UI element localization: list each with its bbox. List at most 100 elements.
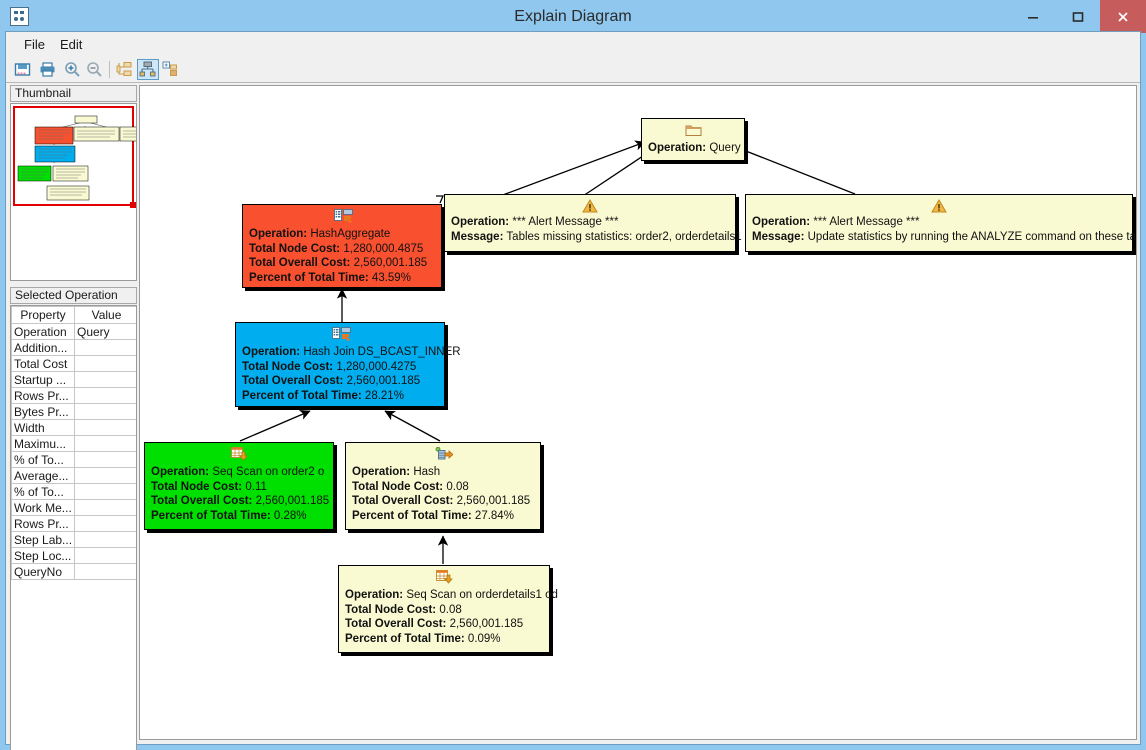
- thumbnail-resize-handle[interactable]: [130, 202, 136, 208]
- table-row[interactable]: % of To...: [11, 483, 136, 500]
- cell-property: Addition...: [11, 339, 75, 356]
- cell-value: [74, 547, 136, 564]
- value-operation: Seq Scan on orderdetails1 od: [406, 589, 558, 601]
- left-dock: Thumbnail: [10, 85, 139, 750]
- field-operation: Operation: Seq Scan on order2 o: [151, 465, 329, 480]
- label-operation: Operation:: [242, 346, 301, 358]
- label-total-node-cost: Total Node Cost:: [352, 480, 444, 493]
- hash-join-icon: [332, 327, 351, 342]
- menu-item-edit[interactable]: Edit: [60, 37, 83, 52]
- diagram-view-icon[interactable]: [137, 59, 159, 80]
- print-icon[interactable]: [37, 59, 59, 80]
- zoom-in-icon[interactable]: [62, 59, 84, 80]
- node-alert-1[interactable]: Operation: *** Alert Message *** Message…: [444, 194, 742, 252]
- field-operation: Operation: Hash Join DS_BCAST_INNER: [242, 345, 461, 360]
- cell-property: Width: [11, 419, 75, 436]
- node-hash-aggregate[interactable]: Operation: HashAggregate Total Node Cost…: [242, 204, 442, 288]
- field-percent-of-total-time: Percent of Total Time: 0.09%: [345, 632, 545, 647]
- field-total-overall-cost: Total Overall Cost: 2,560,001.185: [151, 494, 329, 509]
- cell-value: [74, 467, 136, 484]
- field-operation: Operation: *** Alert Message ***: [752, 215, 1128, 230]
- field-message: Message: Tables missing statistics: orde…: [451, 230, 742, 245]
- toolbar: [6, 57, 1140, 83]
- cell-property: Total Cost: [11, 355, 75, 372]
- cell-value: [74, 371, 136, 388]
- value-operation: HashAggregate: [310, 228, 391, 240]
- column-header-property[interactable]: Property: [11, 306, 75, 324]
- diagram-canvas[interactable]: Operation: Query Operatio: [139, 85, 1137, 740]
- tree-view-icon[interactable]: [114, 59, 136, 80]
- cell-value: [74, 355, 136, 372]
- minimize-button[interactable]: [1010, 0, 1055, 33]
- field-percent-of-total-time: Percent of Total Time: 28.21%: [242, 389, 440, 404]
- node-alert-2[interactable]: Operation: *** Alert Message *** Message…: [745, 194, 1136, 252]
- table-row[interactable]: Work Me...: [11, 499, 136, 516]
- table-row[interactable]: Step Lab...: [11, 531, 136, 548]
- node-seq-scan-orderdetails1[interactable]: Operation: Seq Scan on orderdetails1 od …: [338, 565, 558, 653]
- cell-value: [74, 435, 136, 452]
- table-row[interactable]: Average...: [11, 467, 136, 484]
- node-fields: Operation: Hash Total Node Cost: 0.08 To…: [352, 465, 536, 523]
- thumbnail-viewport[interactable]: [13, 106, 136, 206]
- label-percent-of-total-time: Percent of Total Time:: [249, 271, 369, 284]
- menu-bar: File Edit: [6, 32, 1140, 58]
- node-query[interactable]: Operation: Query: [641, 118, 745, 161]
- maximize-button[interactable]: [1055, 0, 1100, 33]
- zoom-out-icon[interactable]: [84, 59, 106, 80]
- value-percent-of-total-time: 0.28%: [273, 509, 307, 522]
- label-total-node-cost: Total Node Cost:: [242, 360, 334, 373]
- value-total-overall-cost: 2,560,001.185: [449, 618, 524, 630]
- column-header-value[interactable]: Value: [74, 306, 136, 324]
- value-operation: Query: [709, 142, 741, 154]
- window-title: Explain Diagram: [514, 8, 632, 25]
- cell-property: % of To...: [11, 483, 75, 500]
- table-row[interactable]: Width: [11, 419, 136, 436]
- table-row[interactable]: Rows Pr...: [11, 515, 136, 532]
- value-total-node-cost: 1,280,000.4875: [343, 242, 424, 255]
- table-row[interactable]: Rows Pr...: [11, 387, 136, 404]
- table-row[interactable]: Step Loc...: [11, 547, 136, 564]
- edge-hashaggregate-stub: [436, 195, 444, 204]
- label-operation: Operation:: [352, 466, 411, 478]
- field-total-node-cost: Total Node Cost: 0.08: [345, 603, 545, 618]
- close-button[interactable]: [1100, 0, 1146, 33]
- thumbnail-panel[interactable]: [10, 103, 137, 281]
- table-row[interactable]: % of To...: [11, 451, 136, 468]
- label-operation: Operation:: [451, 216, 510, 228]
- node-hash[interactable]: Operation: Hash Total Node Cost: 0.08 To…: [345, 442, 541, 530]
- field-total-overall-cost: Total Overall Cost: 2,560,001.185: [242, 374, 440, 389]
- menu-item-file[interactable]: File: [24, 37, 45, 52]
- edge-hash-to-hashjoin: [384, 410, 441, 442]
- table-row[interactable]: Maximu...: [11, 435, 136, 452]
- table-row[interactable]: Startup ...: [11, 371, 136, 388]
- node-seq-scan-order2[interactable]: Operation: Seq Scan on order2 o Total No…: [144, 442, 334, 530]
- table-row[interactable]: Total Cost: [11, 355, 136, 372]
- field-operation: Operation: Hash: [352, 465, 536, 480]
- label-total-overall-cost: Total Overall Cost:: [249, 257, 351, 269]
- node-fields: Operation: Seq Scan on order2 o Total No…: [151, 465, 329, 523]
- field-message: Message: Update statistics by running th…: [752, 230, 1136, 245]
- node-fields: Operation: *** Alert Message *** Message…: [451, 215, 742, 245]
- cell-value: [74, 483, 136, 500]
- table-row[interactable]: QueryNo: [11, 563, 136, 580]
- table-row[interactable]: Bytes Pr...: [11, 403, 136, 420]
- field-percent-of-total-time: Percent of Total Time: 27.84%: [352, 509, 536, 524]
- diagram-connectors: [239, 140, 856, 564]
- label-operation: Operation:: [345, 589, 404, 601]
- edge-seqscan-order2-to-hashjoin: [239, 410, 311, 442]
- save-icon[interactable]: [12, 59, 34, 80]
- table-row[interactable]: Addition...: [11, 339, 136, 356]
- table-header-row: Property Value: [11, 306, 136, 324]
- table-scan-icon: [436, 570, 453, 584]
- hash-icon: [435, 446, 454, 461]
- cell-property: Rows Pr...: [11, 387, 75, 404]
- main-frame: File Edit: [5, 31, 1141, 750]
- node-hash-join[interactable]: Operation: Hash Join DS_BCAST_INNER Tota…: [235, 322, 461, 407]
- app-icon: [10, 7, 29, 26]
- label-total-node-cost: Total Node Cost:: [249, 242, 341, 255]
- expand-all-icon[interactable]: [160, 59, 182, 80]
- label-operation: Operation:: [151, 466, 210, 478]
- cell-value: [74, 499, 136, 516]
